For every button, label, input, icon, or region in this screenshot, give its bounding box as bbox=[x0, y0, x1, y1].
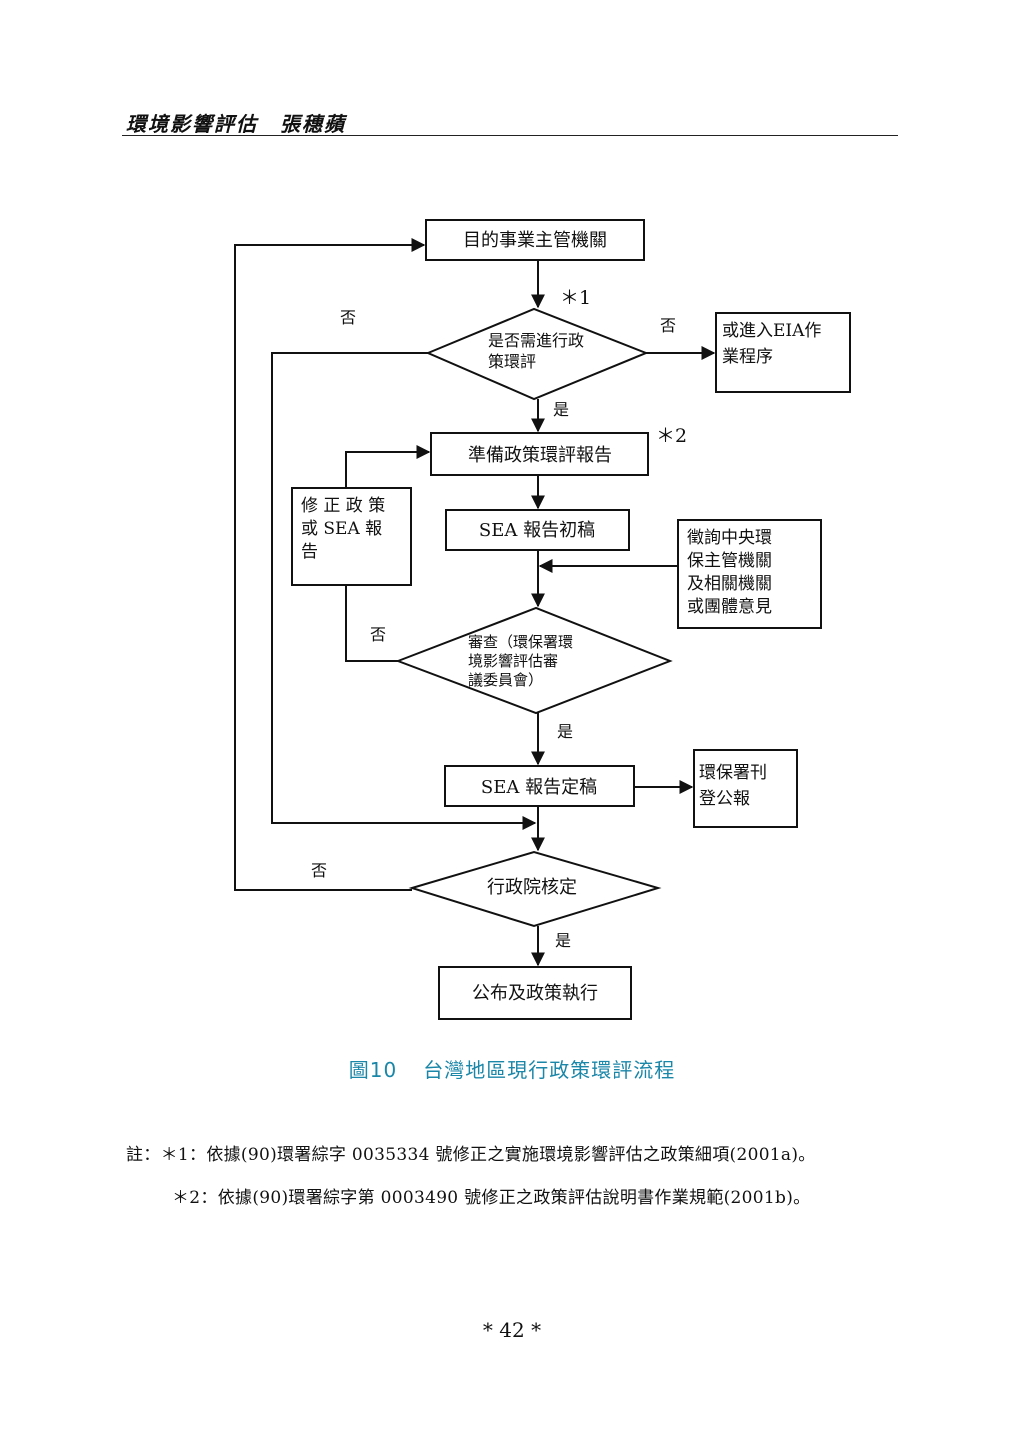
text-revise-1: 修 正 政 策 bbox=[301, 496, 385, 516]
figure-title: 台灣地區現行政策環評流程 bbox=[423, 1058, 676, 1082]
label-yes-1: 是 bbox=[553, 400, 569, 419]
page-number: * 42 * bbox=[482, 1318, 542, 1342]
label-yes-2: 是 bbox=[557, 722, 573, 741]
box-publish bbox=[438, 966, 632, 1020]
text-consult-1: 徵詢中央環 bbox=[687, 528, 772, 548]
text-prepare-sea-report: 準備政策環評報告 bbox=[468, 445, 612, 466]
text-revise-3: 告 bbox=[301, 542, 318, 562]
text-consult-3: 及相關機關 bbox=[687, 574, 772, 594]
text-sea-draft: SEA 報告初稿 bbox=[479, 520, 595, 541]
box-revise bbox=[291, 487, 412, 586]
text-review-2: 境影響評估審 bbox=[468, 652, 558, 670]
text-consult-4: 或團體意見 bbox=[687, 597, 772, 617]
label-mark-2: ＊2 bbox=[656, 425, 687, 447]
text-gazette-1: 環保署刊 bbox=[699, 763, 767, 783]
text-review-1: 審查（環保署環 bbox=[468, 633, 573, 651]
running-header: 環境影響評估張穗蘋 bbox=[126, 108, 346, 137]
text-sea-final: SEA 報告定稿 bbox=[481, 777, 597, 798]
label-no-outer: 否 bbox=[340, 308, 356, 327]
text-eia-2: 業程序 bbox=[722, 347, 773, 367]
text-executive-yuan: 行政院核定 bbox=[487, 877, 577, 898]
label-no-executive: 否 bbox=[311, 861, 327, 880]
decision-executive-yuan bbox=[408, 850, 662, 928]
text-gazette-2: 登公報 bbox=[699, 789, 750, 809]
text-competent-authority: 目的事業主管機關 bbox=[463, 230, 607, 251]
label-mark-1: ＊1 bbox=[560, 287, 591, 309]
box-eia-procedure bbox=[715, 312, 851, 393]
footnote-2: ＊2：依據(90)環署綜字第 0003490 號修正之政策評估說明書作業規範(2… bbox=[172, 1188, 811, 1208]
label-yes-3: 是 bbox=[555, 931, 571, 950]
text-consult-2: 保主管機關 bbox=[687, 551, 772, 571]
box-competent-authority bbox=[425, 219, 645, 261]
decision-review bbox=[395, 606, 673, 715]
text-review-3: 議委員會） bbox=[468, 671, 543, 689]
text-publish: 公布及政策執行 bbox=[472, 983, 598, 1004]
text-eia-1: 或進入EIA作 bbox=[722, 321, 821, 341]
header-rule bbox=[122, 135, 898, 136]
box-consult bbox=[677, 519, 822, 629]
text-revise-2: 或 SEA 報 bbox=[301, 519, 382, 539]
label-no-eia: 否 bbox=[660, 316, 676, 335]
figure-caption: 圖10 台灣地區現行政策環評流程 bbox=[0, 1054, 1024, 1083]
box-prepare-sea-report bbox=[430, 432, 649, 476]
text-need-sea-2: 策環評 bbox=[488, 352, 536, 371]
label-no-review: 否 bbox=[370, 625, 386, 644]
text-need-sea-1: 是否需進行政 bbox=[488, 331, 584, 350]
footnote-1: 註：＊1：依據(90)環署綜字 0035334 號修正之實施環境影響評估之政策細… bbox=[126, 1145, 816, 1165]
header-author: 張穗蘋 bbox=[280, 112, 346, 136]
decision-need-sea bbox=[425, 307, 649, 401]
figure-number: 圖10 bbox=[348, 1058, 398, 1082]
header-title: 環境影響評估 bbox=[126, 112, 258, 136]
box-gazette bbox=[693, 749, 798, 828]
